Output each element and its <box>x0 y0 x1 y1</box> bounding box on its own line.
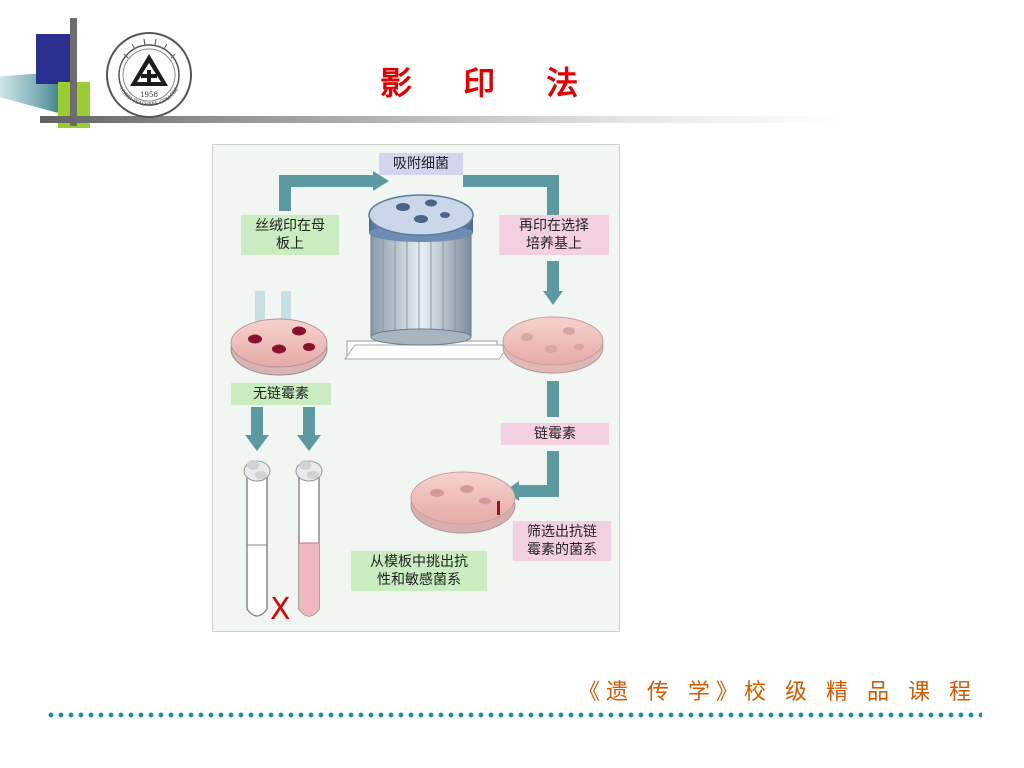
page-title: 影 印 法 <box>380 64 599 102</box>
header-vertical-bar <box>70 18 77 126</box>
label-streptomycin: 链霉素 <box>501 423 609 445</box>
reprint-plate <box>502 316 604 374</box>
replica-plating-diagram: 吸附细菌 丝绒印在母 板上 再印在选择 培养基上 无链霉素 链霉素 筛选出抗链 … <box>212 144 620 632</box>
master-plate <box>230 318 328 376</box>
arrow-to-adsorb <box>279 171 389 211</box>
label-reprint: 再印在选择 培养基上 <box>499 215 609 255</box>
test-tube-resistant <box>295 460 323 617</box>
arrows-down-to-tubes <box>245 407 321 451</box>
course-title: 《遗 传 学》校 级 精 品 课 程 <box>578 680 977 705</box>
label-velvet-print: 丝绒印在母 板上 <box>241 215 339 255</box>
label-pick-out: 从模板中挑出抗 性和敏感菌系 <box>351 551 487 591</box>
test-tube-sensitive <box>243 460 271 617</box>
arrow-to-reprint <box>463 175 559 215</box>
label-adsorb: 吸附细菌 <box>379 153 463 175</box>
college-seal-icon: 1958 HUBEI TEACHERS COLLEGE <box>106 32 192 118</box>
streptomycin-plate <box>410 471 516 534</box>
college-logo: 1958 HUBEI TEACHERS COLLEGE <box>104 30 194 120</box>
footer-dotted-line <box>46 710 982 720</box>
logo-year: 1958 <box>140 91 158 99</box>
arrow-reprint-to-plate <box>543 261 563 305</box>
header-blue-square <box>36 34 72 84</box>
label-screen-resistant: 筛选出抗链 霉素的菌系 <box>513 521 611 561</box>
label-no-streptomycin: 无链霉素 <box>231 383 331 405</box>
arrows-up-from-master <box>255 291 291 321</box>
diagram-drawing <box>230 171 604 617</box>
sensitive-tube-x-mark: X <box>270 592 291 627</box>
header-divider-line <box>40 116 840 123</box>
velvet-stamp <box>344 194 510 360</box>
